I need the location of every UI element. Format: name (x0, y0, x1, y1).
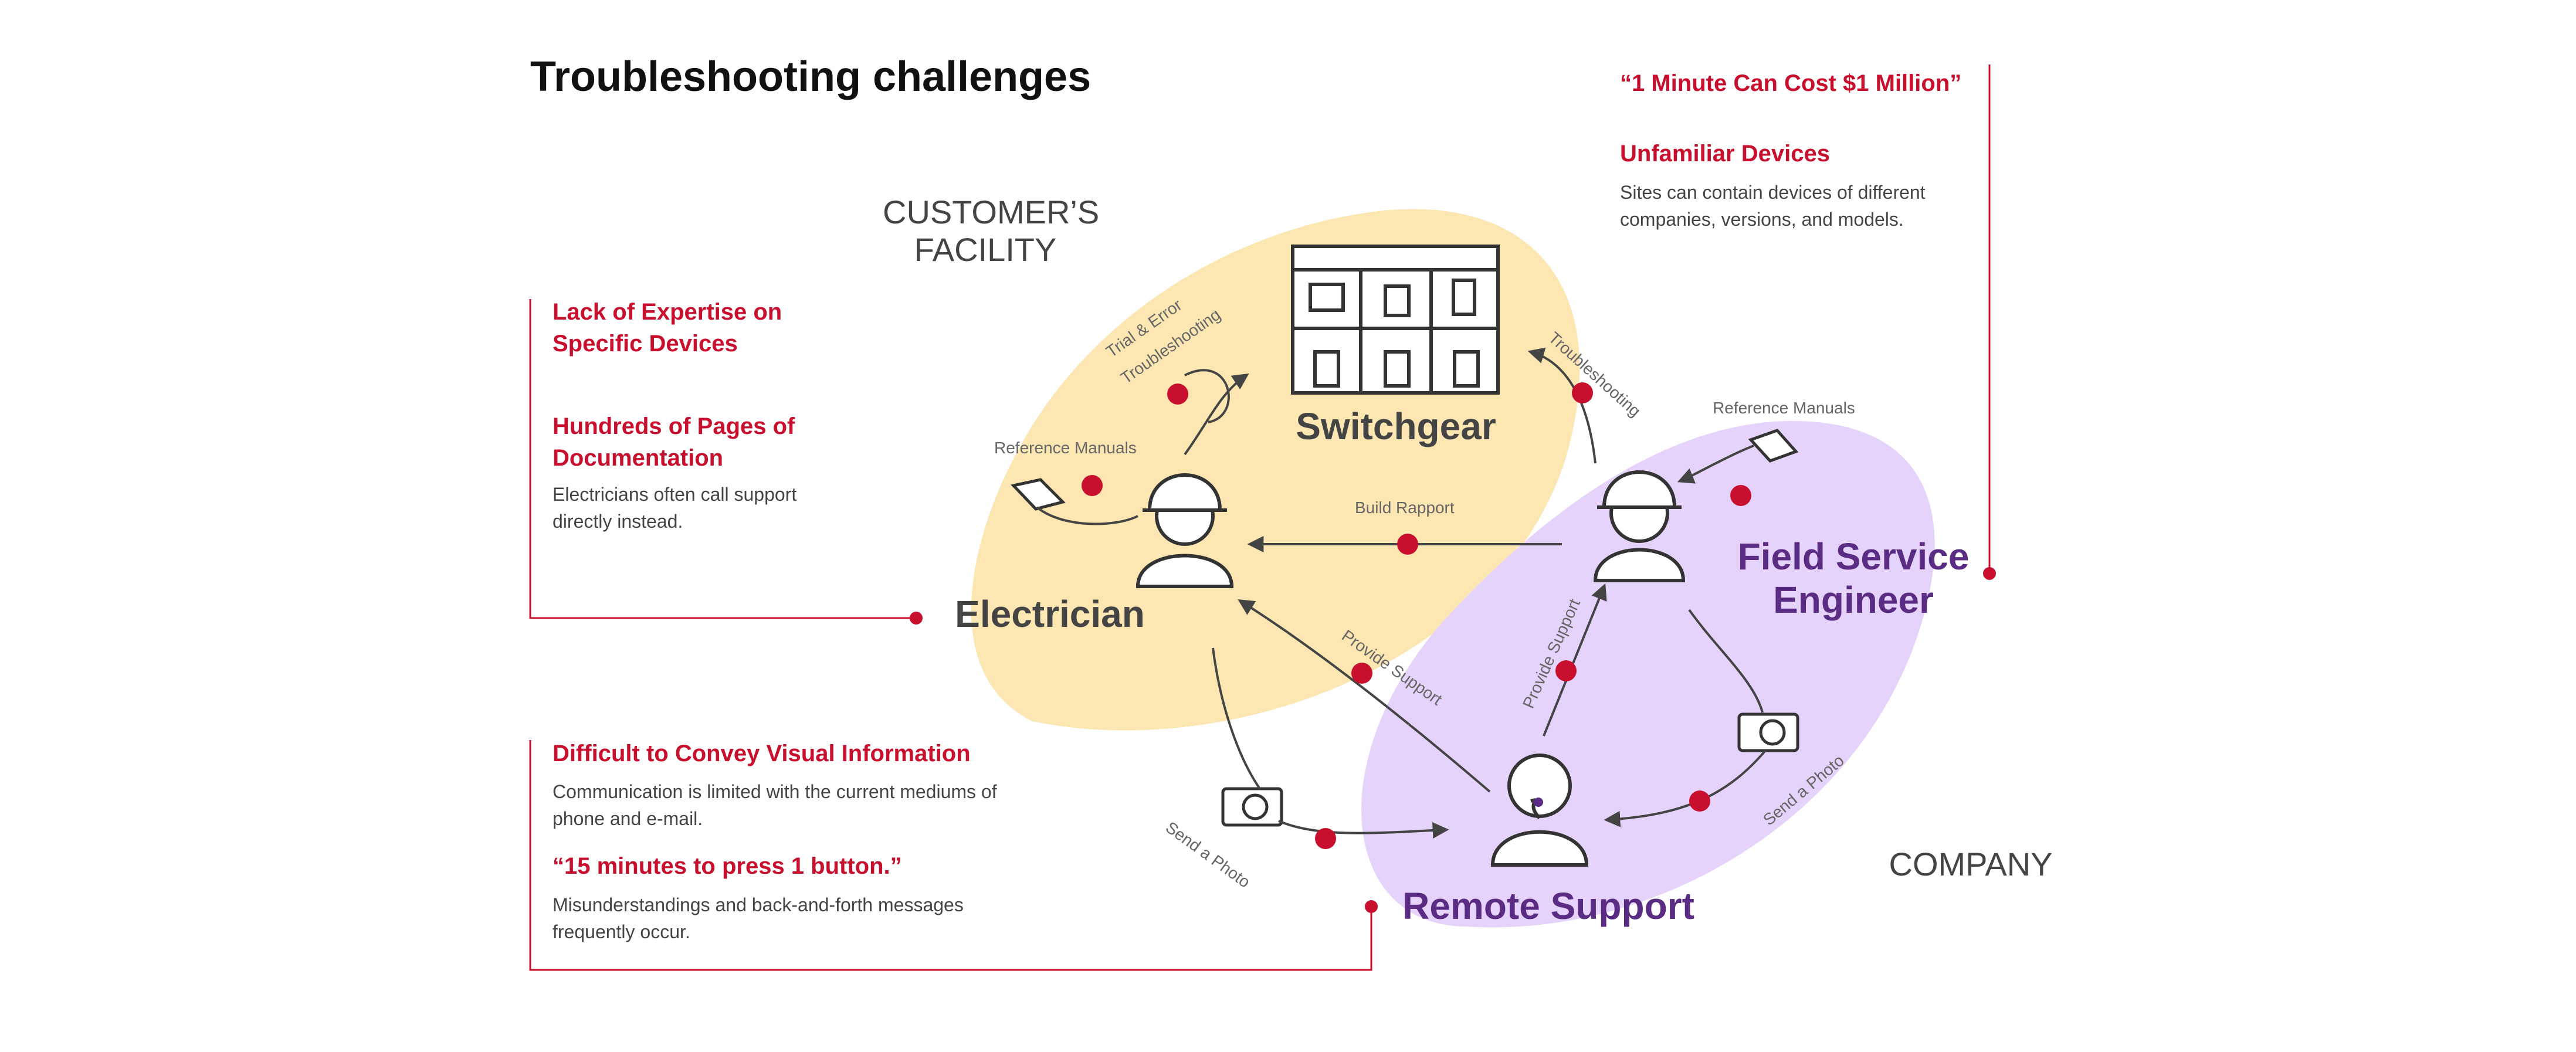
communication-desc-2: phone and e-mail. (553, 808, 703, 829)
build-rapport-label: Build Rapport (1355, 498, 1455, 517)
electricians-desc-1: Electricians often call support (553, 484, 797, 505)
camera-right-icon (1737, 712, 1799, 752)
misunderstandings-desc-2: frequently occur. (553, 921, 690, 942)
remote-support-label: Remote Support (1402, 885, 1694, 927)
field-service-engineer-icon (1593, 470, 1686, 582)
company-zone (1361, 420, 1935, 928)
unfamiliar-devices-heading: Unfamiliar Devices (1620, 141, 1830, 167)
misunderstandings-desc-1: Misunderstandings and back-and-forth mes… (553, 894, 964, 915)
callout-lines (529, 65, 1991, 971)
electrician-label: Electrician (955, 593, 1145, 635)
reference-manuals-left-icon (1011, 478, 1066, 511)
lack-expertise-heading-1: Lack of Expertise on (553, 299, 782, 325)
customer-facility-label-1: CUSTOMER’S (883, 194, 1100, 230)
electricians-desc-2: directly instead. (553, 511, 683, 532)
warning-dots (1082, 382, 1751, 849)
reference-manuals-left-label: Reference Manuals (994, 439, 1137, 457)
customer-facility-label-2: FACILITY (914, 231, 1057, 268)
top-right-quote: “1 Minute Can Cost $1 Million” (1620, 70, 1962, 96)
switchgear-label: Switchgear (1296, 405, 1496, 447)
lack-expertise-heading-2: Specific Devices (553, 331, 738, 357)
fifteen-minutes-quote: “15 minutes to press 1 button.” (553, 853, 902, 879)
field-service-engineer-label-1: Field Service (1737, 535, 1970, 578)
communication-desc-1: Communication is limited with the curren… (553, 781, 997, 802)
switchgear-icon (1291, 245, 1500, 395)
reference-manuals-right-label: Reference Manuals (1713, 399, 1855, 417)
reference-manuals-right-icon (1748, 429, 1799, 463)
documentation-heading-2: Documentation (553, 445, 724, 471)
page-title: Troubleshooting challenges (530, 53, 1092, 100)
company-label: COMPANY (1889, 846, 2053, 883)
field-service-engineer-label-2: Engineer (1773, 579, 1934, 621)
remote-support-icon (1490, 754, 1589, 867)
unfamiliar-devices-desc-1: Sites can contain devices of different (1620, 182, 1926, 203)
electrician-icon (1136, 473, 1234, 588)
documentation-heading-1: Hundreds of Pages of (553, 413, 795, 439)
camera-left-icon (1221, 787, 1283, 827)
visual-info-heading: Difficult to Convey Visual Information (553, 741, 971, 766)
unfamiliar-devices-desc-2: companies, versions, and models. (1620, 209, 1904, 230)
connectors (1036, 347, 1767, 839)
